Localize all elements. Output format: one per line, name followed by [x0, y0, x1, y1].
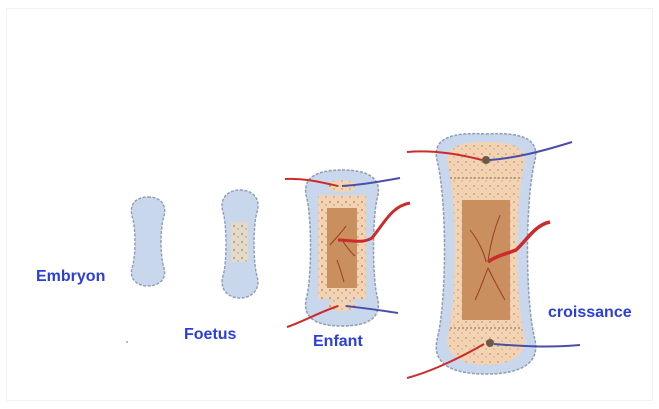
label-croissance: croissance — [548, 304, 632, 322]
croissance-growing-long-bone-icon — [407, 134, 580, 378]
embryon-cartilage-model-icon — [131, 197, 164, 286]
enfant-secondary-ossification-icon — [285, 170, 410, 327]
foetus-primary-ossification-icon — [222, 190, 258, 298]
label-enfant: Enfant — [313, 333, 363, 351]
stray-dot — [126, 341, 128, 343]
label-embryon: Embryon — [36, 268, 105, 286]
label-foetus: Foetus — [184, 326, 236, 344]
